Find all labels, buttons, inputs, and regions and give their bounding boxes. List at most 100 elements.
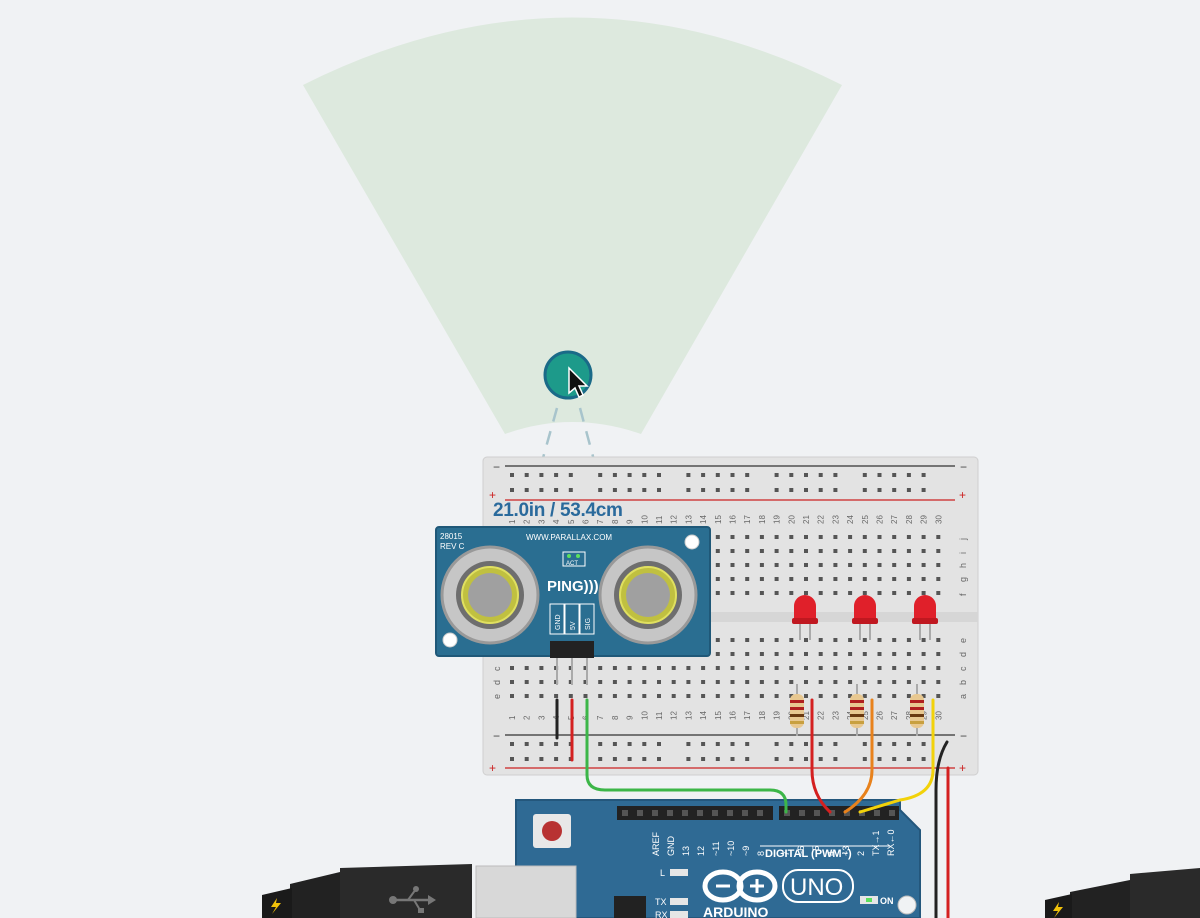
resistor-1[interactable]: [790, 684, 804, 736]
rail-hole[interactable]: [862, 742, 867, 746]
ping-ultrasonic-sensor[interactable]: 28015 REV C WWW.PARALLAX.COM ACT PING)))…: [435, 526, 711, 685]
breadboard-hole[interactable]: [730, 549, 735, 553]
breadboard-hole[interactable]: [730, 652, 735, 656]
breadboard-hole[interactable]: [936, 563, 941, 567]
breadboard-hole[interactable]: [906, 563, 911, 567]
breadboard-hole[interactable]: [657, 680, 661, 684]
breadboard-hole[interactable]: [568, 694, 573, 698]
breadboard-hole[interactable]: [745, 535, 750, 539]
header-pin[interactable]: [799, 810, 805, 816]
breadboard-hole[interactable]: [877, 694, 882, 698]
breadboard-hole[interactable]: [583, 680, 588, 684]
rail-hole[interactable]: [906, 757, 911, 761]
rail-hole[interactable]: [877, 757, 882, 761]
breadboard-hole[interactable]: [833, 591, 838, 595]
breadboard-hole[interactable]: [789, 535, 794, 539]
rail-hole[interactable]: [745, 473, 750, 477]
header-pin[interactable]: [652, 810, 658, 816]
breadboard-hole[interactable]: [657, 666, 661, 670]
breadboard-hole[interactable]: [598, 694, 603, 698]
breadboard-hole[interactable]: [833, 652, 838, 656]
breadboard-hole[interactable]: [818, 666, 823, 670]
breadboard-hole[interactable]: [730, 577, 735, 581]
breadboard-hole[interactable]: [936, 535, 941, 539]
breadboard-hole[interactable]: [848, 549, 853, 553]
rail-hole[interactable]: [789, 742, 794, 746]
breadboard-hole[interactable]: [627, 680, 632, 684]
rail-hole[interactable]: [774, 757, 779, 761]
breadboard-hole[interactable]: [524, 666, 529, 670]
breadboard-hole[interactable]: [730, 666, 735, 670]
header-pin[interactable]: [742, 810, 748, 816]
rail-hole[interactable]: [862, 488, 867, 492]
header-pin[interactable]: [712, 810, 718, 816]
rail-hole[interactable]: [539, 488, 544, 492]
breadboard-hole[interactable]: [833, 694, 838, 698]
breadboard-hole[interactable]: [892, 666, 897, 670]
breadboard-hole[interactable]: [818, 680, 823, 684]
led-3[interactable]: [912, 595, 938, 640]
breadboard-hole[interactable]: [612, 694, 617, 698]
breadboard-hole[interactable]: [539, 680, 544, 684]
breadboard-hole[interactable]: [818, 694, 823, 698]
breadboard-hole[interactable]: [921, 680, 926, 684]
breadboard-hole[interactable]: [642, 680, 647, 684]
rail-hole[interactable]: [598, 473, 603, 477]
breadboard-hole[interactable]: [745, 549, 750, 553]
breadboard-hole[interactable]: [715, 591, 720, 595]
rail-hole[interactable]: [612, 473, 617, 477]
breadboard-hole[interactable]: [818, 577, 823, 581]
rail-hole[interactable]: [906, 742, 911, 746]
rail-hole[interactable]: [745, 757, 750, 761]
breadboard-hole[interactable]: [510, 666, 514, 670]
breadboard-hole[interactable]: [730, 694, 735, 698]
rail-hole[interactable]: [612, 488, 617, 492]
breadboard-hole[interactable]: [701, 666, 706, 670]
breadboard-hole[interactable]: [818, 535, 823, 539]
breadboard-hole[interactable]: [715, 680, 720, 684]
breadboard-hole[interactable]: [877, 549, 882, 553]
header-pin[interactable]: [844, 810, 850, 816]
rail-hole[interactable]: [510, 488, 514, 492]
breadboard-hole[interactable]: [833, 638, 838, 642]
breadboard-hole[interactable]: [892, 549, 897, 553]
breadboard-hole[interactable]: [936, 680, 941, 684]
breadboard-hole[interactable]: [539, 694, 544, 698]
breadboard-hole[interactable]: [892, 591, 897, 595]
rail-hole[interactable]: [789, 473, 794, 477]
resistor-3[interactable]: [910, 684, 924, 736]
rail-hole[interactable]: [892, 473, 897, 477]
breadboard-hole[interactable]: [627, 694, 632, 698]
rail-hole[interactable]: [892, 488, 897, 492]
rail-hole[interactable]: [745, 488, 750, 492]
rail-hole[interactable]: [657, 488, 661, 492]
rail-hole[interactable]: [862, 473, 867, 477]
rail-hole[interactable]: [921, 473, 926, 477]
breadboard-hole[interactable]: [759, 549, 764, 553]
rail-hole[interactable]: [701, 488, 706, 492]
breadboard-hole[interactable]: [892, 577, 897, 581]
breadboard-hole[interactable]: [774, 680, 779, 684]
breadboard-hole[interactable]: [759, 694, 764, 698]
breadboard-hole[interactable]: [701, 680, 706, 684]
power-cable[interactable]: [1045, 868, 1200, 918]
breadboard-hole[interactable]: [921, 666, 926, 670]
rail-hole[interactable]: [657, 742, 661, 746]
header-pin[interactable]: [874, 810, 880, 816]
rail-hole[interactable]: [510, 757, 514, 761]
rail-hole[interactable]: [877, 473, 882, 477]
breadboard-hole[interactable]: [818, 638, 823, 642]
breadboard-hole[interactable]: [848, 666, 853, 670]
breadboard-hole[interactable]: [510, 680, 514, 684]
breadboard-hole[interactable]: [715, 549, 720, 553]
breadboard-hole[interactable]: [715, 694, 720, 698]
rail-hole[interactable]: [877, 488, 882, 492]
breadboard-hole[interactable]: [789, 666, 794, 670]
header-pin[interactable]: [637, 810, 643, 816]
breadboard-hole[interactable]: [906, 666, 911, 670]
rail-hole[interactable]: [833, 473, 838, 477]
rail-hole[interactable]: [862, 757, 867, 761]
led-1[interactable]: [792, 595, 818, 640]
breadboard-hole[interactable]: [921, 563, 926, 567]
